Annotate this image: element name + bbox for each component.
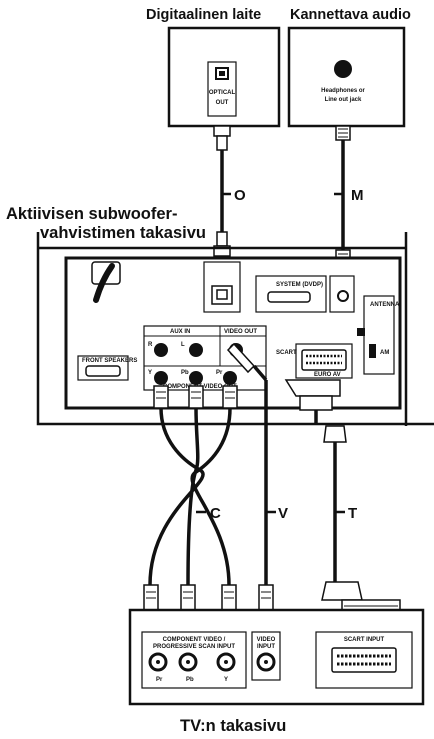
audio-cable: M [334,125,364,265]
subwoofer-title-line1: Aktiivisen subwoofer- [6,205,177,223]
euro-av-label: EURO AV [314,372,341,378]
tv-rear-panel: COMPONENT VIDEO / PROGRESSIVE SCAN INPUT… [128,608,425,706]
tv-video-input-label-2: INPUT [257,644,275,650]
digital-device-title: Digitaalinen laite [146,7,261,23]
comp-pr-label: Pr [216,370,223,376]
optical-cable: O [213,125,246,257]
audio-cable-label: M [351,187,364,204]
tv-component-label-1: COMPONENT VIDEO / [163,637,226,643]
component-panel-plugs [153,385,238,409]
scart-label: SCART [276,350,297,356]
optical-cable-label: O [234,187,246,204]
component-cable-label: C [210,505,221,522]
video-out-label: VIDEO OUT [224,329,257,335]
power-cord-icon [93,263,115,303]
tv-component-label-2: PROGRESSIVE SCAN INPUT [153,644,235,650]
aux-in-label: AUX IN [170,329,190,335]
portable-audio-title: Kannettava audio [290,7,411,23]
aux-r-label: R [148,342,153,348]
comp-pb-label: Pb [181,370,189,376]
component-cable [148,407,232,586]
digital-device-box: OPTICAL OUT [167,26,281,128]
system-label: SYSTEM (DVDP) [276,282,323,288]
headphone-jack-icon [334,60,352,78]
scart-cable-label: T [348,505,357,522]
subwoofer-frame [36,232,434,426]
tv-back-title: TV:n takasivu [180,717,286,735]
tv-pr-label: Pr [156,677,163,683]
optical-out-label-1: OPTICAL [209,90,236,96]
tv-component-plugs [143,584,274,612]
optical-out-label-2: OUT [216,100,229,106]
video-cable-label: V [278,505,288,522]
rear-panel: SYSTEM (DVDP) ANTENNA AM FRONT SPEAKERS … [64,256,402,410]
subwoofer-title-line2: vahvistimen takasivu [40,224,206,242]
tv-video-input-label-1: VIDEO [257,637,276,643]
tv-y-label: Y [224,677,228,683]
comp-y-label: Y [148,370,152,376]
antenna-label: ANTENNA [370,302,400,308]
scart-cable: T [284,379,401,627]
am-label: AM [380,350,389,356]
headphones-label-1: Headphones or [321,88,365,94]
headphones-label-2: Line out jack [325,97,362,103]
tv-scart-input-label: SCART INPUT [344,637,385,643]
aux-l-label: L [181,342,185,348]
video-out-plug [226,342,268,382]
tv-pb-label: Pb [186,677,194,683]
portable-audio-box: Headphones or Line out jack [287,26,406,128]
front-speakers-label: FRONT SPEAKERS [82,358,137,364]
